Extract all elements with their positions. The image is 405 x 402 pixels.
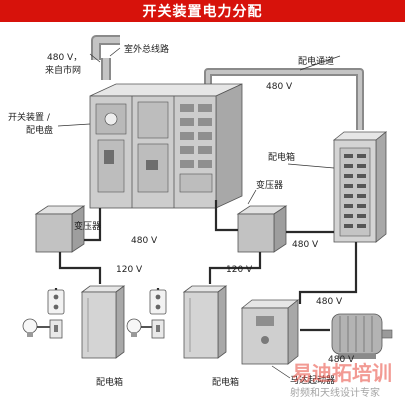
diagram-title: 开关装置电力分配 bbox=[142, 4, 263, 20]
label-480v-bottom: 480 V bbox=[328, 355, 355, 365]
lamp-icon-mid bbox=[126, 318, 152, 337]
distribution-panel-right bbox=[332, 131, 388, 243]
label-480v-motor: 480 V bbox=[316, 297, 343, 307]
label-120v-left: 120 V bbox=[116, 265, 143, 275]
label-utility-source: 来自市网 bbox=[45, 64, 81, 76]
transformer-right bbox=[236, 205, 288, 253]
distribution-panel-bottom-left bbox=[80, 285, 126, 359]
distribution-conduit bbox=[204, 68, 364, 130]
label-distribution-channel: 配电通道 bbox=[298, 55, 334, 67]
motor-starter bbox=[240, 299, 300, 365]
label-panel-right: 配电箱 bbox=[268, 151, 295, 163]
leader-lines bbox=[57, 47, 341, 379]
label-transformer-right: 变压器 bbox=[256, 179, 283, 191]
motor-icon bbox=[331, 313, 393, 359]
switch-box-left bbox=[49, 319, 63, 339]
outdoor-conduit bbox=[91, 35, 120, 80]
watermark-main: 易迪拓培训 bbox=[292, 361, 392, 385]
label-switchgear-1: 开关装置 / bbox=[8, 111, 51, 123]
lamp-icon-left bbox=[22, 318, 50, 337]
label-panel-bottom-left: 配电箱 bbox=[96, 376, 123, 388]
switchgear-cabinet bbox=[89, 83, 243, 209]
label-480v-left: 480 V bbox=[131, 236, 158, 246]
label-utility-voltage: 480 V， bbox=[47, 53, 82, 63]
switch-box-mid bbox=[151, 319, 165, 339]
title-bar: 开关装置电力分配 bbox=[0, 0, 405, 22]
label-feed-voltage-top: 480 V bbox=[266, 82, 293, 92]
label-480v-right: 480 V bbox=[292, 240, 319, 250]
distribution-panel-bottom-mid bbox=[182, 285, 228, 359]
outlet-mid bbox=[149, 289, 167, 315]
label-transformer-left: 变压器 bbox=[74, 220, 101, 232]
outlet-left bbox=[47, 289, 65, 315]
label-120v-right: 120 V bbox=[226, 265, 253, 275]
label-switchgear-2: 配电盘 bbox=[26, 124, 53, 136]
transformer-left bbox=[34, 205, 86, 253]
label-motor-starter: 马达起动器 bbox=[290, 374, 335, 386]
watermark-sub: 射频和天线设计专家 bbox=[290, 386, 380, 399]
label-panel-bottom-mid: 配电箱 bbox=[212, 376, 239, 388]
label-outdoor-line: 室外总线路 bbox=[124, 43, 169, 55]
